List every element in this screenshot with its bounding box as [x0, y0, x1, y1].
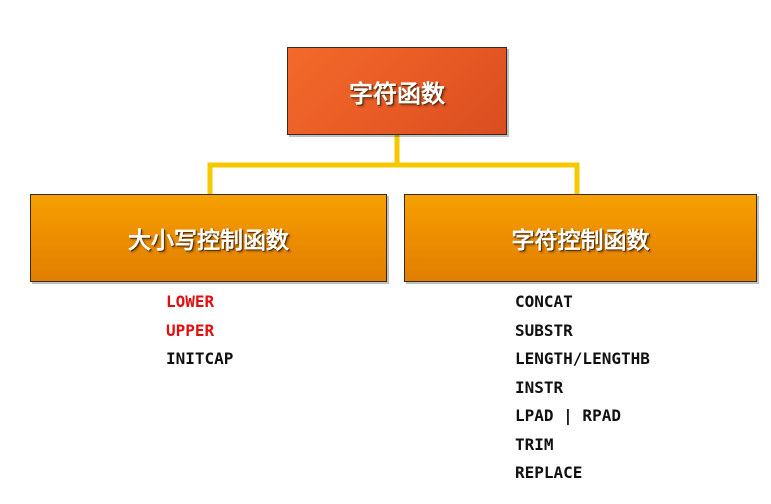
root-node-label: 字符函数 — [349, 79, 445, 108]
function-item: LOWER — [166, 292, 215, 311]
case-control-function-list: LOWER UPPER INITCAP — [166, 288, 233, 374]
function-item: LENGTH/LENGTHB — [515, 349, 650, 368]
function-item: TRIM — [515, 434, 554, 454]
connector-line — [397, 162, 580, 194]
child-node-case-control-functions: 大小写控制函数 — [30, 194, 387, 282]
child-node-character-control-functions: 字符控制函数 — [404, 194, 757, 282]
function-item: INITCAP — [166, 349, 234, 368]
function-item: LPAD | RPAD — [515, 406, 621, 425]
root-node-character-functions: 字符函数 — [287, 47, 507, 135]
function-item: SUBSTR — [515, 320, 573, 340]
connector-line — [207, 135, 400, 194]
function-item: INSTR — [515, 377, 564, 397]
child-node-label: 大小写控制函数 — [128, 228, 289, 254]
character-control-function-list: CONCAT SUBSTR LENGTH/LENGTHB INSTR LPAD … — [515, 288, 650, 488]
child-node-label: 字符控制函数 — [511, 228, 650, 254]
function-item: REPLACE — [515, 463, 583, 482]
function-item: UPPER — [166, 320, 215, 340]
function-item: CONCAT — [515, 292, 573, 311]
